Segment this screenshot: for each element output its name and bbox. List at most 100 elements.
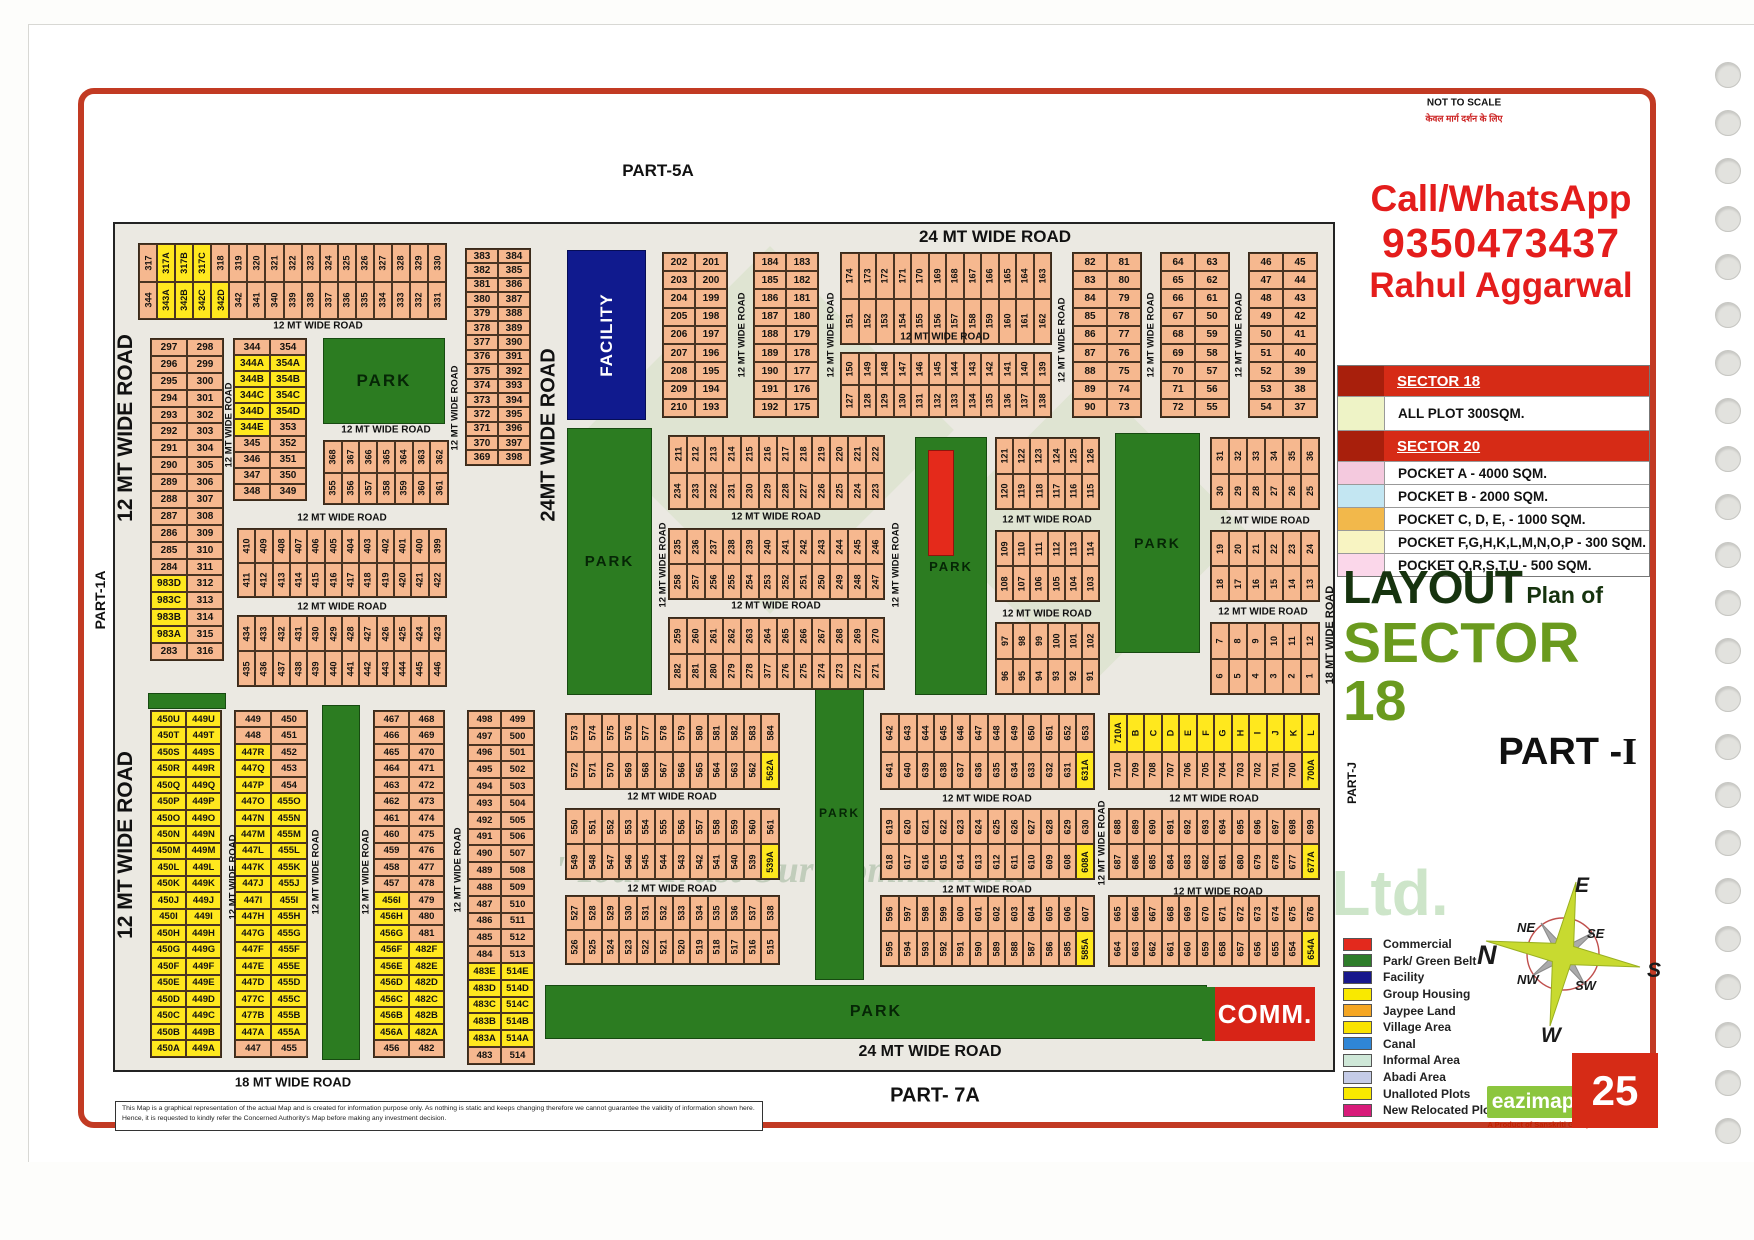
plot-cell: 41 [1283, 325, 1317, 345]
plot-cell: 93 [1047, 658, 1065, 694]
plot-cell: 244 [830, 529, 849, 564]
plot-cell: 178 [786, 344, 818, 363]
plot-number: 162 [1037, 313, 1048, 329]
map-title: LAYOUT Plan of SECTOR 18 PART -I [1343, 560, 1655, 774]
title-plan-of: Plan of [1526, 582, 1604, 608]
plot-cell: 40 [1283, 344, 1317, 363]
plot-cell: 58 [1195, 344, 1229, 363]
plot-cell: 455L [271, 842, 307, 860]
plot-number: 322 [287, 255, 298, 271]
plot-cell: K [1284, 714, 1302, 752]
plot-number: 654A [1305, 937, 1316, 960]
plot-cell: 456C [374, 990, 409, 1008]
plot-cell: 185 [754, 271, 786, 290]
plot-number: 254 [744, 573, 755, 590]
plot-number: 541 [711, 853, 722, 870]
plot-number: 401 [397, 538, 408, 554]
plot-number: 146 [914, 361, 925, 377]
plot-cell: 571 [583, 751, 602, 789]
plot-cell: 477C [235, 990, 271, 1008]
plot-cell: 593 [916, 931, 935, 966]
plot-number: 249 [834, 573, 845, 590]
plot-number: 163 [1037, 268, 1048, 284]
plot-cell: 450I [151, 908, 186, 926]
plot-cell: 317 [139, 244, 158, 282]
plot-cell: 601 [969, 896, 988, 931]
plot-cell: 470 [409, 743, 444, 761]
plot-cell: 578 [654, 714, 673, 752]
plot-cell: 643 [898, 714, 917, 752]
plot-cell: 456A [374, 1023, 409, 1041]
plot-number: 136 [1002, 393, 1013, 409]
legend-item: Canal [1343, 1036, 1501, 1053]
plot-number: 7 [1214, 638, 1225, 644]
plot-cell: 612 [987, 844, 1006, 879]
plot-number: 646 [955, 725, 966, 741]
plot-cell: 455J [271, 875, 307, 893]
plot-cell: 482 [409, 1040, 444, 1057]
plot-number: 91 [1085, 671, 1096, 682]
plot-cell: 13 [1301, 566, 1319, 601]
plot-number: 665 [1112, 905, 1123, 922]
plot-number: 583 [747, 725, 758, 741]
plot-cell: 11 [1283, 623, 1301, 659]
plot-cell: 65 [1161, 271, 1195, 290]
plot-number: 591 [955, 940, 966, 957]
plot-cell: 389 [498, 320, 530, 336]
plot-cell: 447E [235, 958, 271, 975]
plot-number: 267 [816, 628, 827, 644]
plot-cell: 537 [743, 896, 762, 930]
plot-cell: 555 [654, 809, 673, 844]
plot-cell: 641 [881, 751, 899, 789]
sector-item-row: POCKET Q,R,S,T,U - 500 SQM. [1338, 554, 1649, 576]
commercial-label: COMM. [1215, 987, 1315, 1041]
plot-cell: 377 [758, 653, 777, 689]
plot-number: 28 [1250, 486, 1261, 497]
plot-cell: 456D [374, 974, 409, 991]
plot-number: 339 [287, 292, 298, 308]
plot-number: 438 [293, 660, 304, 677]
plot-number: 548 [587, 853, 598, 870]
plot-number: 168 [949, 268, 960, 284]
plot-number: 103 [1085, 575, 1096, 592]
plot-number: 517 [729, 939, 740, 955]
plot-number: 245 [852, 538, 863, 555]
plot-number: 334 [377, 292, 388, 308]
plot-cell: 90 [1073, 398, 1107, 417]
road-label: 12 MT WIDE ROAD [1056, 297, 1068, 383]
plot-number: 613 [973, 853, 984, 870]
plot-number: 25 [1304, 486, 1315, 497]
plot-cell: 592 [934, 931, 952, 966]
plot-cell: 450A [151, 1040, 186, 1057]
plot-number: 135 [984, 393, 995, 409]
plot-number: 519 [694, 939, 705, 955]
plot-cell: 572 [566, 751, 584, 789]
plot-cell: 617 [898, 844, 917, 879]
binder-hole [1715, 206, 1741, 232]
plot-cell: 552 [601, 809, 620, 844]
plot-cell: 394 [498, 392, 530, 408]
plot-cell: 559 [725, 809, 744, 844]
plot-cell: 499 [501, 711, 534, 728]
plot-number: 227 [798, 483, 809, 499]
plot-cell: 216 [758, 436, 777, 473]
plot-cell: 482B [409, 1007, 444, 1024]
plot-cell: 485 [468, 929, 501, 947]
plot-number: D [1165, 729, 1176, 737]
plot-number: 575 [605, 725, 616, 741]
